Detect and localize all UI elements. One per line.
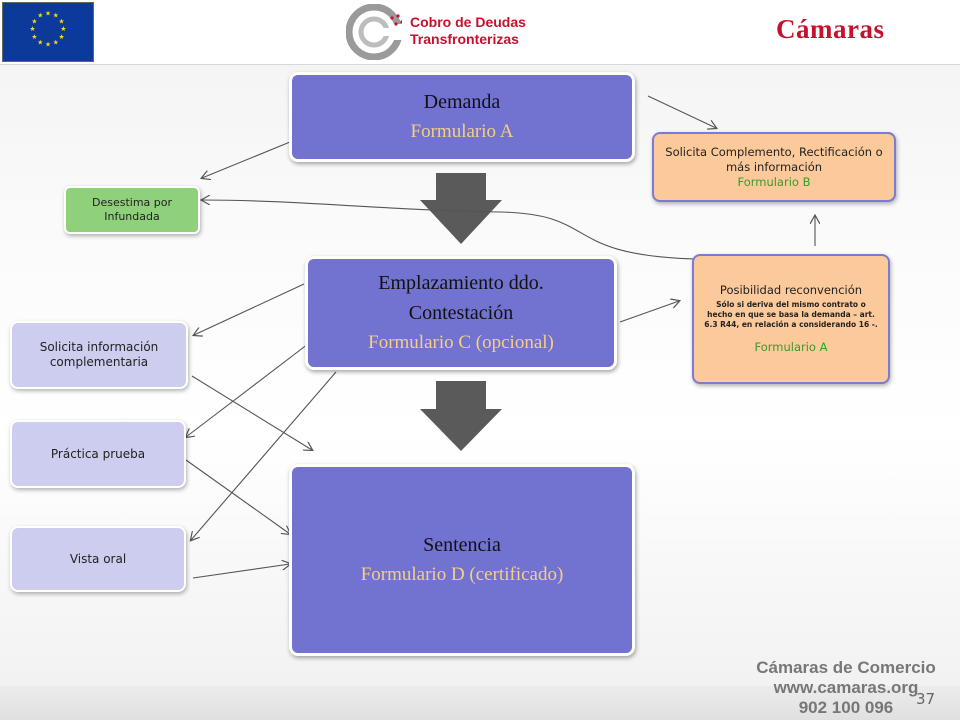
footer-line2: www.camaras.org	[773, 678, 919, 697]
desestima-label: Desestima por Infundada	[91, 196, 173, 223]
arrow-reconvencion-desestima	[202, 200, 696, 260]
arrow-practica-sentencia	[185, 459, 290, 534]
svg-text:★: ★	[60, 25, 66, 33]
svg-text:★: ★	[30, 25, 36, 33]
svg-text:★: ★	[45, 41, 51, 49]
node-emplazamiento: Emplazamiento ddo. Contestación Formular…	[305, 256, 617, 370]
node-solicita-complemento: Solicita Complemento, Rectificación o má…	[652, 132, 896, 202]
vista-oral-label: Vista oral	[69, 551, 127, 566]
arrow-emplazamiento-vista	[191, 371, 337, 540]
svg-text:★: ★	[45, 10, 51, 18]
cobro-logo-line1: Cobro de Deudas	[410, 14, 526, 30]
reconvencion-title: Posibilidad reconvención	[719, 283, 863, 297]
cobro-c-icon	[346, 4, 402, 60]
solicita-complemento-form: Formulario B	[737, 174, 811, 189]
eu-flag-icon: ★★★ ★★★ ★★★ ★★★	[2, 2, 94, 62]
cobro-logo-line2: Transfronterizas	[410, 31, 519, 47]
svg-text:★: ★	[59, 33, 65, 41]
svg-text:★: ★	[31, 33, 37, 41]
node-practica-prueba: Práctica prueba	[10, 420, 186, 488]
reconvencion-form: Formulario A	[754, 340, 828, 354]
down-arrow-2	[420, 381, 502, 451]
arrow-emplazamiento-solicita	[194, 283, 305, 335]
node-desestima: Desestima por Infundada	[64, 186, 200, 234]
arrow-contestacion-reconvencion	[619, 301, 679, 323]
emplazamiento-title1: Emplazamiento ddo.	[378, 272, 544, 294]
camaras-logo: Cámaras	[776, 14, 884, 45]
arrow-demanda-complemento	[647, 95, 716, 128]
svg-text:★: ★	[37, 39, 43, 47]
footer-bar	[0, 686, 960, 720]
reconvencion-note: Sólo si deriva del mismo contrato o hech…	[704, 300, 878, 329]
cobro-deudas-logo: Cobro de Deudas Transfronterizas	[344, 0, 526, 64]
arrow-emplazamiento-practica	[186, 343, 309, 437]
demanda-subtitle: Formulario A	[410, 121, 514, 142]
footer-line3: 902 100 096	[798, 698, 894, 717]
solicita-complemento-text: Solicita Complemento, Rectificación o má…	[665, 144, 883, 174]
arrow-solicita-sentencia	[191, 375, 312, 450]
svg-text:★: ★	[37, 12, 43, 20]
node-sentencia: Sentencia Formulario D (certificado)	[289, 464, 635, 656]
camaras-logo-text: Cámaras	[776, 14, 885, 44]
node-solicita-informacion: Solicita información complementaria	[10, 321, 188, 389]
svg-text:★: ★	[31, 17, 37, 25]
demanda-title: Demanda	[423, 91, 501, 113]
sentencia-subtitle: Formulario D (certificado)	[360, 564, 564, 585]
node-vista-oral: Vista oral	[10, 526, 186, 592]
node-reconvencion: Posibilidad reconvención Sólo si deriva …	[692, 254, 890, 384]
solicita-informacion-label: Solicita información complementaria	[39, 340, 159, 369]
header-bar: ★★★ ★★★ ★★★ ★★★ Cobro de Deudas Transfro…	[0, 0, 960, 65]
node-demanda: Demanda Formulario A	[289, 72, 635, 162]
arrow-vista-sentencia	[192, 564, 290, 579]
emplazamiento-subtitle: Formulario C (opcional)	[368, 332, 554, 353]
sentencia-title: Sentencia	[423, 534, 501, 556]
down-arrow-1	[420, 173, 502, 244]
svg-text:★: ★	[53, 12, 59, 20]
practica-prueba-label: Práctica prueba	[50, 446, 146, 461]
svg-text:★: ★	[59, 17, 65, 25]
footer-contact: Cámaras de Comercio www.camaras.org 902 …	[756, 658, 936, 718]
arrow-demanda-desestima	[202, 141, 291, 178]
svg-text:★: ★	[53, 39, 59, 47]
footer-line1: Cámaras de Comercio	[756, 658, 936, 677]
emplazamiento-title2: Contestación	[408, 302, 514, 324]
page-number: 37	[916, 690, 936, 708]
